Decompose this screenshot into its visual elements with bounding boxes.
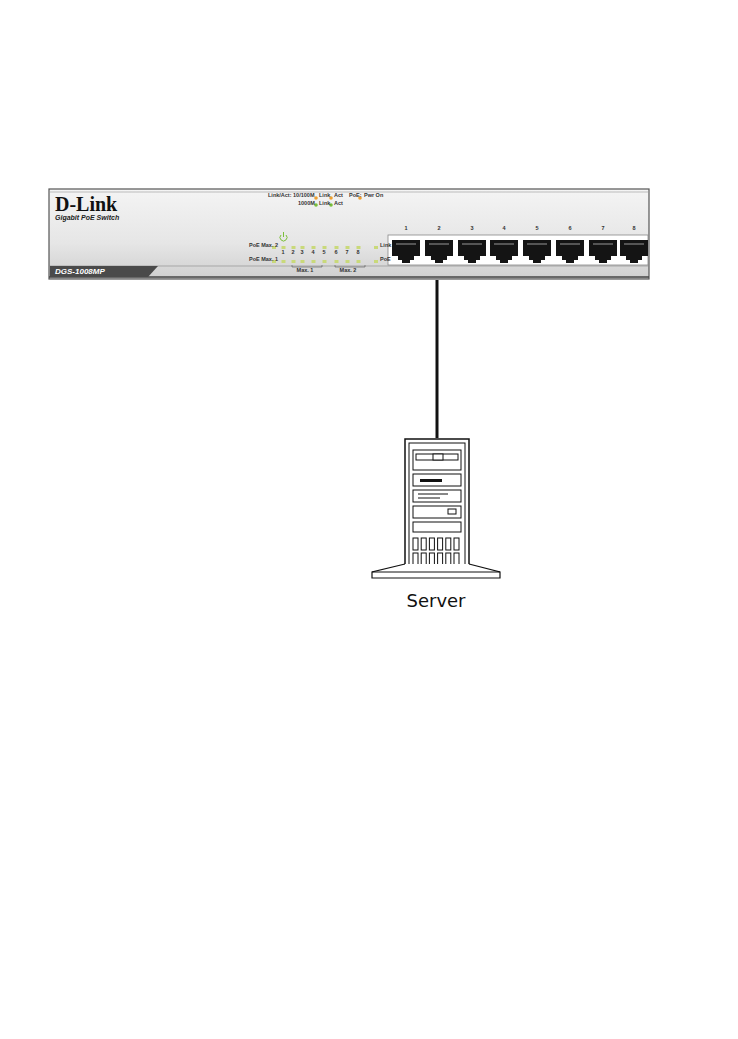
legend-key: 1000M (298, 201, 315, 207)
port-number: 5 (535, 226, 538, 232)
led-row-label: PoE Max. 2 (249, 243, 278, 249)
port-number: 2 (437, 226, 440, 232)
server-icon: Server (368, 438, 504, 614)
switch-drawing (48, 188, 650, 280)
led-number: 4 (311, 250, 314, 256)
model-number: DGS-1008MP (55, 268, 105, 276)
led-number: 7 (345, 250, 348, 256)
led-number: 8 (356, 250, 359, 256)
legend-key: Act (334, 201, 343, 207)
port-number: 4 (502, 226, 505, 232)
legend-key: Link (319, 193, 330, 199)
brand-logo: D-Link (55, 194, 117, 214)
network-cable (436, 280, 439, 438)
group-label: Max. 1 (297, 268, 314, 274)
led-number: 5 (322, 250, 325, 256)
port-number: 1 (404, 226, 407, 232)
led-row-label: PoE Max. 1 (249, 257, 278, 263)
product-line: Gigabit PoE Switch (55, 214, 119, 221)
legend-key: Pwr On (364, 193, 383, 199)
led-row-label: Link (380, 243, 391, 249)
led-row-label: PoE (380, 257, 391, 263)
legend-key: Link/Act: 10/100M (268, 193, 314, 199)
port-number: 6 (568, 226, 571, 232)
legend-key: Act (334, 193, 343, 199)
port-number: 8 (632, 226, 635, 232)
server-label: Server (406, 592, 465, 610)
port-number: 3 (470, 226, 473, 232)
led-number: 2 (291, 250, 294, 256)
led-number: 3 (300, 250, 303, 256)
legend-key: PoE: (349, 193, 362, 199)
legend-key: Link (319, 201, 330, 207)
switch-body: D-LinkGigabit PoE SwitchDGS-1008MP (48, 188, 650, 280)
port-number: 7 (601, 226, 604, 232)
led-number: 6 (334, 250, 337, 256)
group-label: Max. 2 (340, 268, 357, 274)
server-drawing (368, 438, 504, 614)
led-number: 1 (281, 250, 284, 256)
